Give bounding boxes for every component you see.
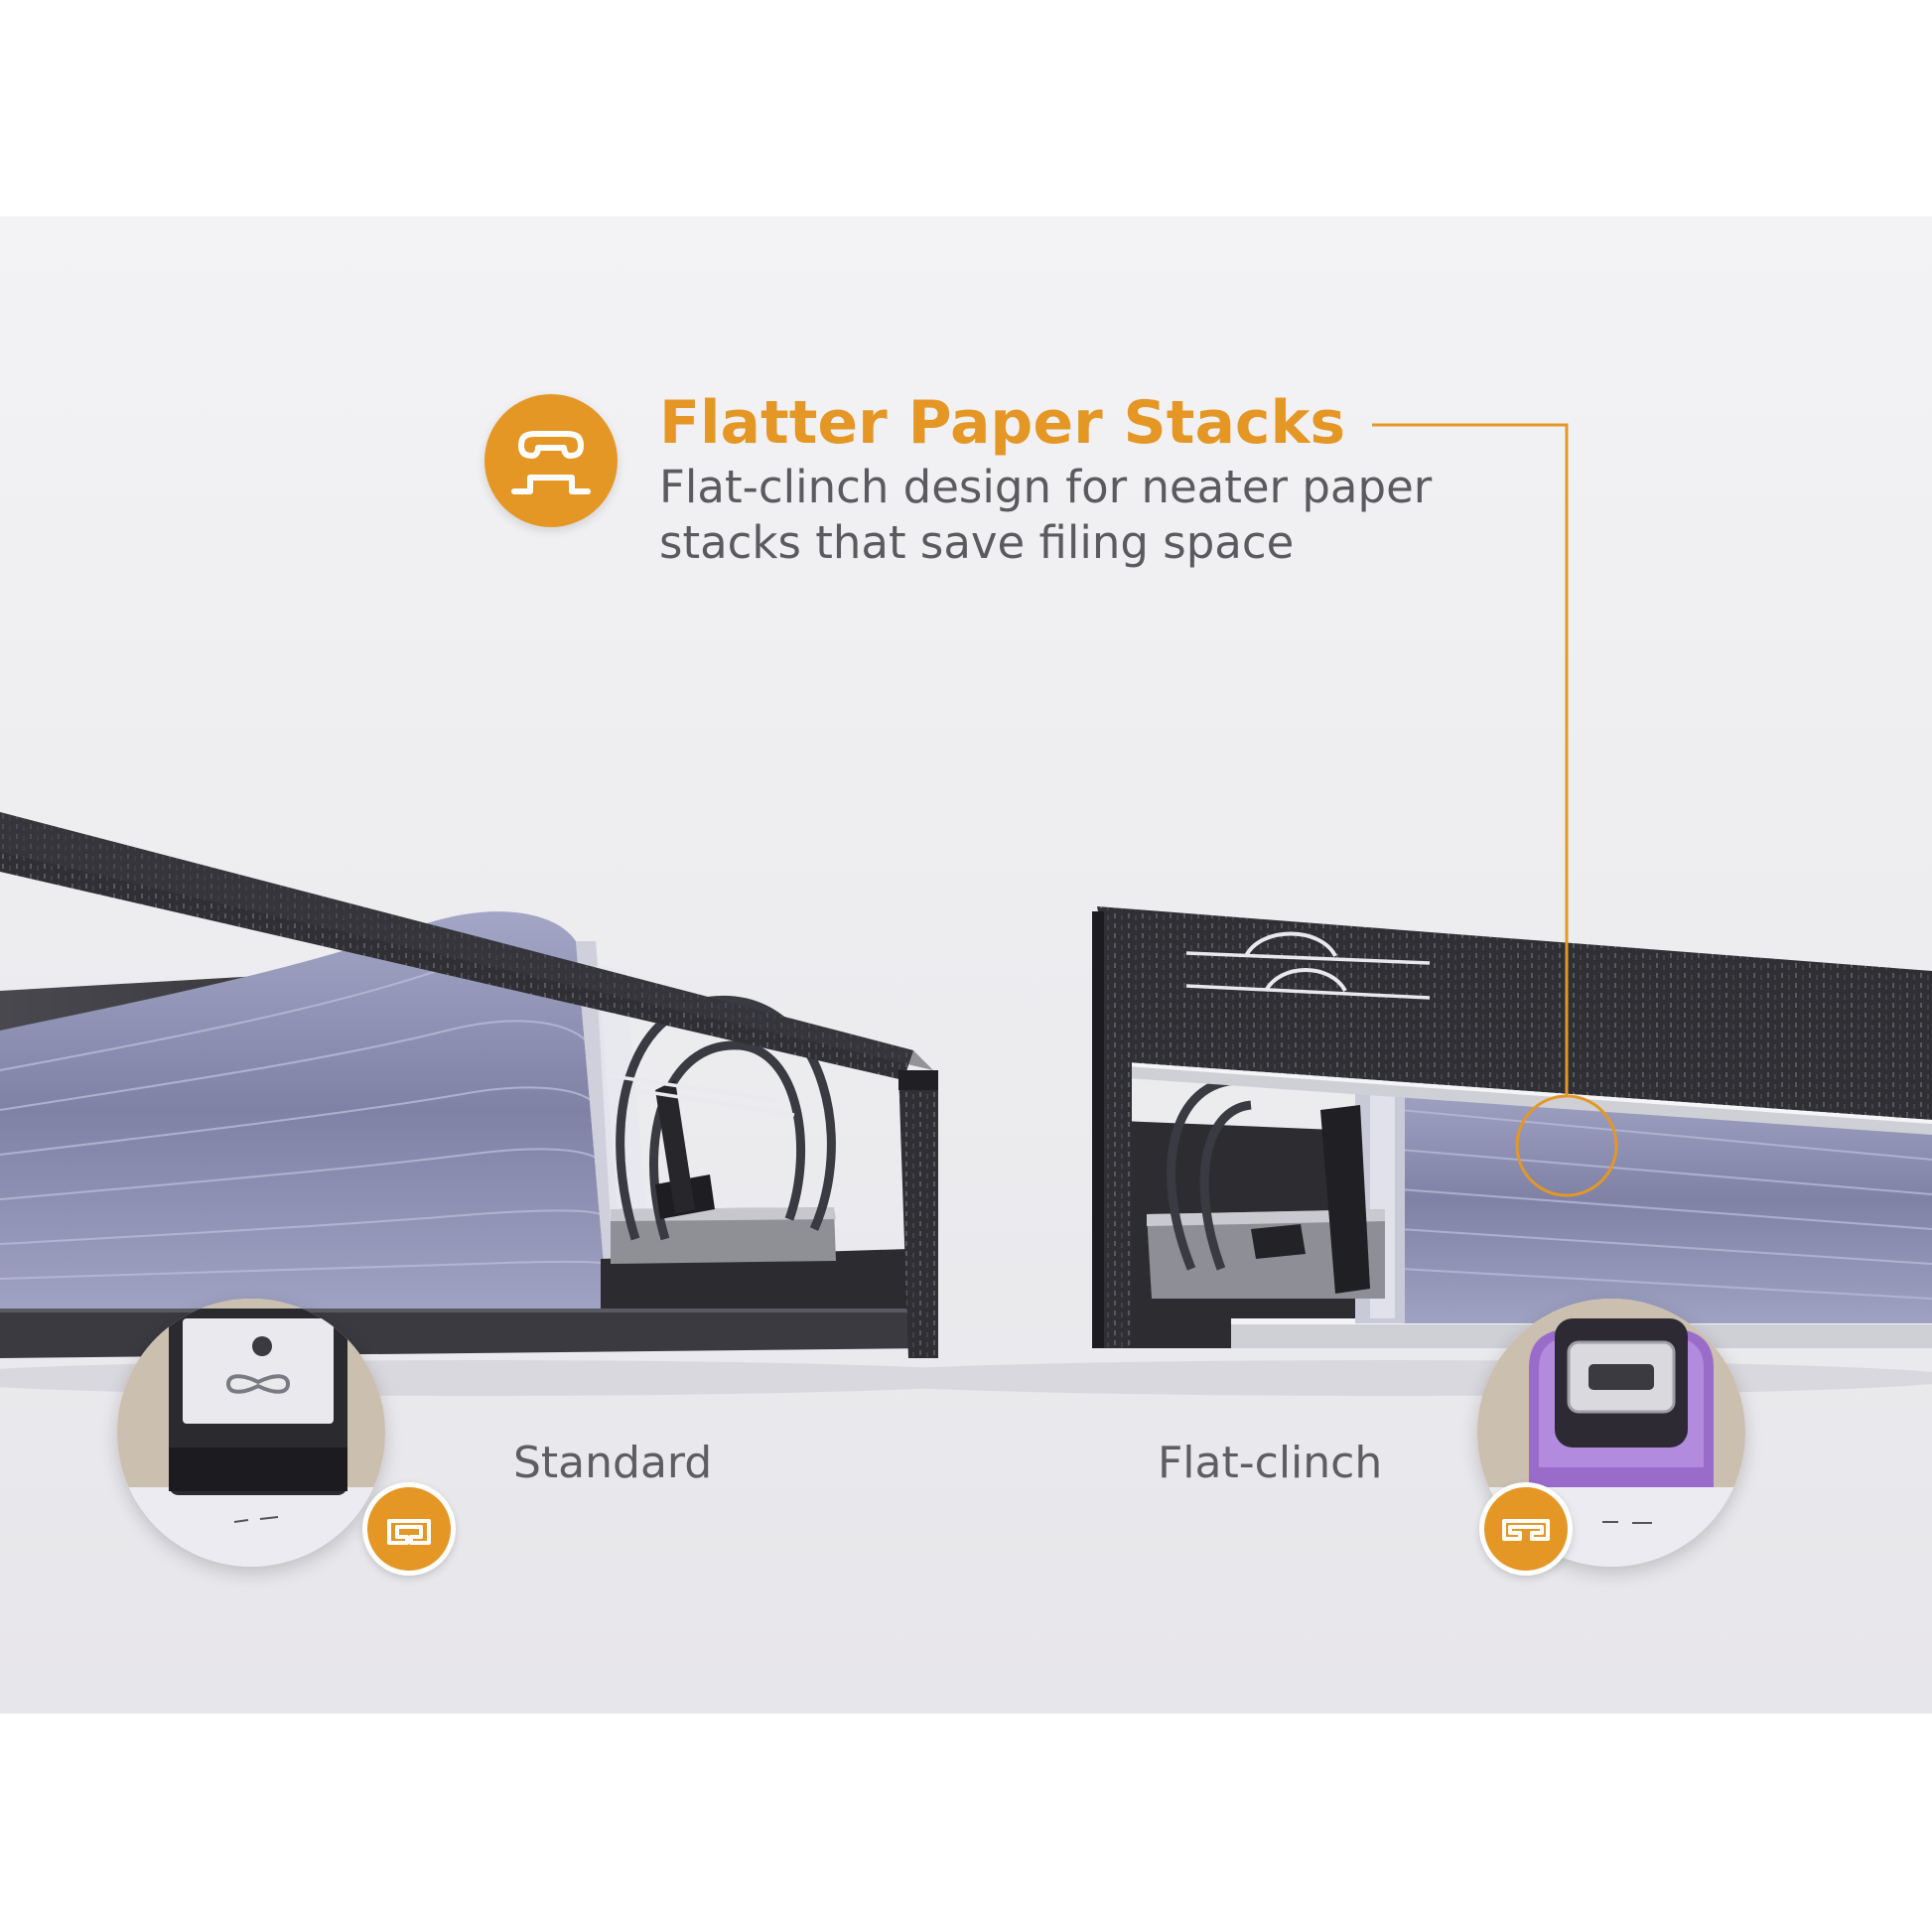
standard-staple-zoom	[117, 1299, 385, 1567]
headline-description: Flat-clinch design for neater paper stac…	[659, 461, 1433, 569]
standard-label: Standard	[513, 1438, 713, 1488]
flat-staple-icon	[1479, 1482, 1573, 1576]
standard-staple-icon	[362, 1482, 456, 1576]
headline-title: Flatter Paper Stacks	[659, 388, 1346, 458]
flat-clinch-label: Flat-clinch	[1158, 1438, 1383, 1488]
binder-comparison-illustration	[0, 812, 1932, 1396]
standard-binder	[0, 812, 938, 1358]
staple-clinch-icon	[484, 394, 618, 527]
flat-clinch-staple-zoom	[1477, 1299, 1745, 1567]
flat-clinch-binder	[1092, 906, 1932, 1348]
